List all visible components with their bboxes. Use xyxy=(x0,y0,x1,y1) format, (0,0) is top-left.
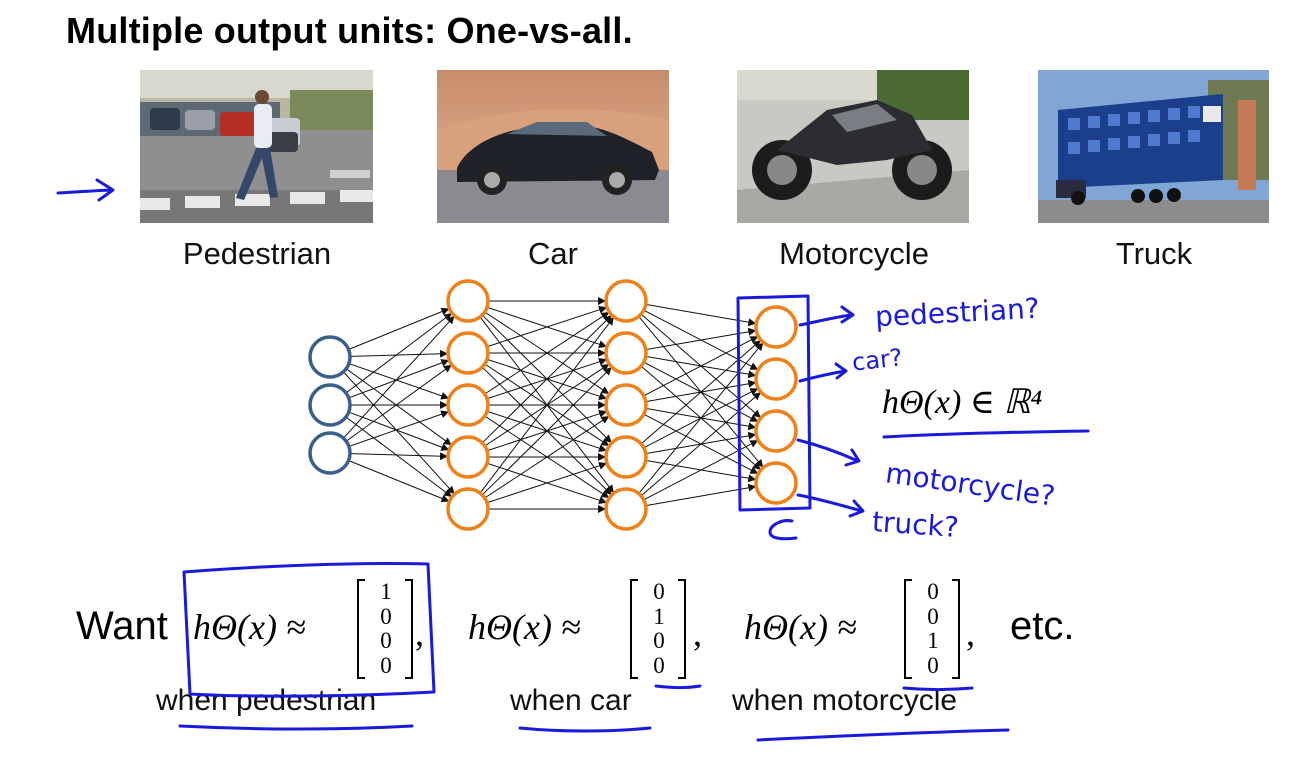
hidden-unit xyxy=(604,279,648,323)
hand-underline xyxy=(882,429,1090,439)
network-connection xyxy=(343,371,455,495)
vector-entry: 0 xyxy=(927,579,939,604)
network-connection xyxy=(484,311,610,395)
vector-entry: 0 xyxy=(380,628,392,653)
when-pedestrian-note: when pedestrian xyxy=(156,684,377,717)
truck-label: Truck xyxy=(1115,236,1193,271)
network-connection xyxy=(343,315,455,439)
output-unit xyxy=(754,305,798,349)
network-connection xyxy=(345,313,453,394)
vector-entry: 1 xyxy=(653,603,665,629)
network-connection xyxy=(348,363,450,400)
input-unit xyxy=(308,335,352,379)
output-unit xyxy=(754,461,798,505)
network-connection xyxy=(348,410,450,447)
vector-entry: 0 xyxy=(927,652,939,678)
hand-output-arrows xyxy=(796,305,865,518)
hidden-unit xyxy=(604,383,648,427)
vector-entry: 0 xyxy=(653,579,665,604)
hidden-unit xyxy=(446,279,490,323)
network-connection xyxy=(638,342,764,494)
network-connection xyxy=(349,452,449,461)
output-unit xyxy=(754,409,798,453)
network-connection xyxy=(349,349,449,358)
hypothesis-lhs-1: hΘ(x) ≈ xyxy=(193,607,306,647)
vector-motorcycle xyxy=(904,579,960,679)
vector-entry: 1 xyxy=(380,579,392,604)
network-connection xyxy=(481,315,612,444)
vector-entry: 0 xyxy=(927,603,939,629)
car-label: Car xyxy=(528,236,578,271)
network-connection xyxy=(345,368,452,446)
network-connection xyxy=(348,411,450,451)
network-connection xyxy=(479,316,614,494)
hidden-unit xyxy=(446,383,490,427)
network-connection xyxy=(481,367,612,496)
vector-entry: 0 xyxy=(380,603,392,629)
comma: , xyxy=(693,613,702,653)
vector-entry: 0 xyxy=(380,652,392,678)
motorcycle-image xyxy=(737,70,969,223)
truck-image xyxy=(1038,70,1269,223)
car-image xyxy=(437,70,669,223)
network-connection xyxy=(645,483,757,507)
hypothesis-lhs-3: hΘ(x) ≈ xyxy=(744,607,857,647)
hypothesis-dimension: hΘ(x) ∈ ℝ⁴ xyxy=(882,384,1043,421)
hidden-unit xyxy=(446,487,490,531)
vector-entry: 0 xyxy=(653,652,665,678)
vector-pedestrian xyxy=(357,579,413,679)
comma: , xyxy=(966,613,975,653)
pedestrian-label: Pedestrian xyxy=(182,236,332,271)
network-connection xyxy=(348,359,450,399)
vector-car xyxy=(630,579,686,679)
hand-arrow-icon xyxy=(56,178,115,202)
etc-label: etc. xyxy=(1010,604,1075,648)
output-units-box xyxy=(736,294,812,512)
vector-entry: 1 xyxy=(927,628,939,653)
input-unit xyxy=(308,431,352,475)
network-connection xyxy=(345,364,452,442)
hypothesis-lhs-2: hΘ(x) ≈ xyxy=(468,607,581,647)
network-connection xyxy=(486,461,608,504)
want-label: Want xyxy=(76,604,168,648)
input-unit xyxy=(308,383,352,427)
pedestrian-image xyxy=(140,70,373,223)
motorcycle-label: Motorcycle xyxy=(779,236,929,271)
hidden-unit xyxy=(446,435,490,479)
network-connection xyxy=(345,416,453,497)
when-car-note: when car xyxy=(510,684,632,717)
hidden-unit xyxy=(604,487,648,531)
hidden-unit xyxy=(446,331,490,375)
output-unit xyxy=(754,357,798,401)
network-connection xyxy=(348,307,450,350)
slide-title: Multiple output units: One-vs-all. xyxy=(66,10,633,51)
comma: , xyxy=(415,613,424,653)
network-connection xyxy=(484,415,610,499)
hand-curl-icon xyxy=(768,519,798,541)
hidden-unit xyxy=(604,435,648,479)
hidden-unit xyxy=(604,331,648,375)
network-connection xyxy=(486,305,608,348)
vector-entry: 0 xyxy=(653,628,665,653)
network-connection xyxy=(640,340,761,445)
network-connection xyxy=(348,460,450,503)
